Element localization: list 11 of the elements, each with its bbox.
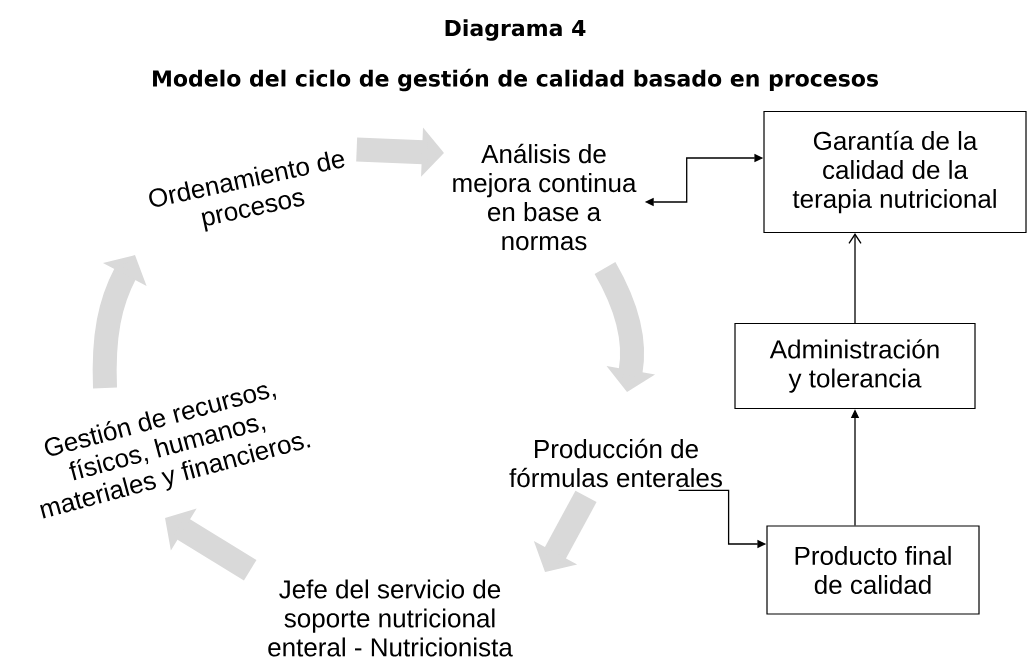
process-box: Administración y tolerancia xyxy=(734,322,976,410)
process-box: Producto final de calidad xyxy=(766,525,980,615)
process-box: Garantía de la calidad de la terapia nutricional xyxy=(763,110,1027,234)
cycle-step-text: Jefe del servicio de soporte nutricional enteral - Nutricionista xyxy=(268,579,513,657)
cycle-arrow xyxy=(594,262,656,392)
title: Diagrama 4 xyxy=(445,19,586,41)
cycle-step-text: Producción de fórmulas enterales xyxy=(509,438,722,488)
cycle-step-text: Gestión de recursos, físicos, humanos, materiales y financieros. xyxy=(40,385,311,519)
subtitle: Modelo del ciclo de gestión de calidad basado en procesos xyxy=(153,68,878,92)
connector-arrow xyxy=(848,233,862,324)
cycle-step-text: Análisis de mejora continua en base a normas xyxy=(453,143,637,251)
